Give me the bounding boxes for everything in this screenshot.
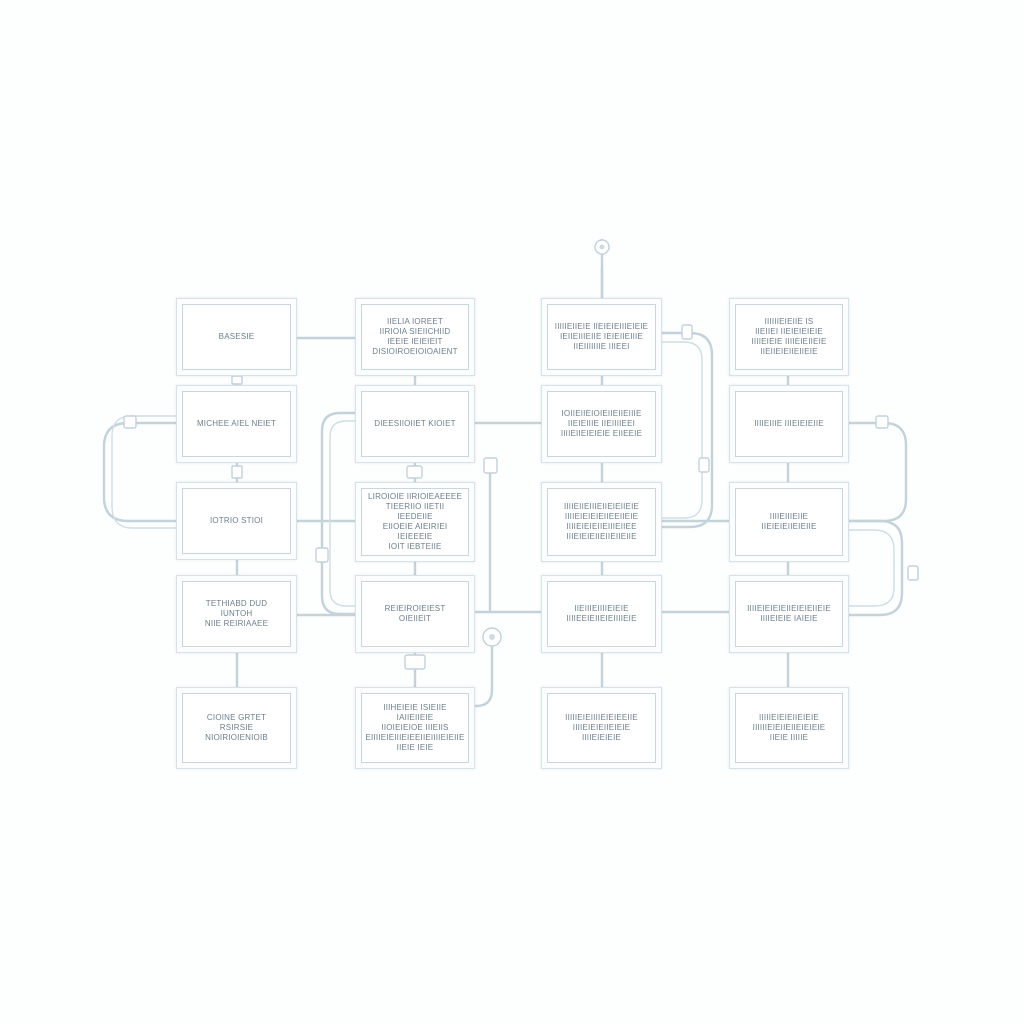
node-label: TETHIABD DUD IUNTOH NIIE REIRIAAEE [204, 599, 269, 628]
node-box: IIIIIIEIEIIE IS IIEIIEI IIEIEIEIEIE IIII… [735, 304, 843, 370]
connector-right-loop-inner [848, 529, 895, 607]
node-box: IIIIEIEIEIEIIEIEIEIIEIE IIIIEIEIE IAIEIE [735, 581, 843, 647]
diagram-node: IIEIIIEIIIIEIEIE IIIIEEIEIIEIEIIIIEIE [541, 575, 662, 653]
coupling-icon-col2-upper [406, 465, 423, 479]
node-label: IOTRIO STIOI [209, 516, 264, 525]
node-label: REIEIROIEIEST OIEIIEIT [384, 604, 446, 623]
node-label: IIELIA IOREET IIRIOIA SIEIICHIID IEEIE I… [372, 317, 458, 356]
node-box: LIROIOIE IIRIOIEAEEEE TIEERIIO IIETII IE… [361, 488, 469, 556]
node-label: IIIIEIIIE IIIEIEIEIIE [754, 419, 824, 428]
node-label: BASESIE [218, 332, 255, 341]
diagram-node: IIIIEIIIEIIE IIEIEIEIIEIEIIE [729, 482, 849, 562]
node-box: IIEIIIEIIIIEIEIE IIIIEEIEIIEIEIIIIEIE [547, 581, 656, 647]
node-label: IIIHEIEIE ISIEIIE IAIIEIIEIE IIOIEIEIOE … [365, 703, 465, 752]
coupling-icon-left [123, 415, 137, 429]
node-box: TETHIABD DUD IUNTOH NIIE REIRIAAEE [182, 581, 291, 647]
connector-top-right-bend [660, 331, 714, 529]
coupling-icon-right-upper [875, 415, 889, 429]
diagram-node: IOIIEIIEIOIEIIEIIEIIIE IIEIEIIIE IIEIIII… [541, 385, 662, 463]
diagram-node: CIOINE GRTET RSIRSIE NIOIRIOIENIOIB [176, 687, 297, 769]
node-box: REIEIROIEIEST OIEIIEIT [361, 581, 469, 647]
diagram-node: IOTRIO STIOI [176, 482, 297, 560]
node-box: IIIIIEIIEIE IIEIEIEIIIEIEIE IEIIEIIIEIIE… [547, 304, 656, 370]
node-label: LIROIOIE IIRIOIEAEEEE TIEERIIO IIETII IE… [368, 492, 463, 551]
node-label: DIEESIIOIIET KIOIET [374, 419, 456, 428]
diagram-node: MICHEE AIEL NEIET [176, 385, 297, 463]
node-box: CIOINE GRTET RSIRSIE NIOIRIOIENIOIB [182, 693, 291, 763]
gauge-icon-center-core [489, 634, 495, 640]
diagram-node: IIIHEIEIE ISIEIIE IAIIEIIEIE IIOIEIEIOE … [355, 687, 475, 769]
coupling-icon-mid-left [315, 547, 329, 563]
coupling-icon-center [483, 457, 498, 474]
node-box: IIIIIEIEIEIIEIEIE IIIIIIEIEIIEIIEIEIEIE … [735, 693, 843, 763]
valve-icon-top-core [599, 244, 605, 250]
node-box: IIIIEIIIEIIE IIEIEIEIIEIEIIE [735, 488, 843, 556]
diagram-node: LIROIOIE IIRIOIEAEEEE TIEERIIO IIETII IE… [355, 482, 475, 562]
node-label: MICHEE AIEL NEIET [196, 419, 277, 428]
node-box: IOTRIO STIOI [182, 488, 291, 554]
node-box: IIIIIEIEIIIIEIEIEEIIE IIIIEIEIEIIEIEIE I… [547, 693, 656, 763]
coupling-icon-col1-b [231, 465, 243, 479]
diagram-node: IIELIA IOREET IIRIOIA SIEIICHIID IEEIE I… [355, 298, 475, 376]
coupling-icon-right-lower [907, 565, 919, 581]
diagram-node: BASESIE [176, 298, 297, 376]
node-label: IIIIEIIEIIIEIIEIEIIEIE IIIIEIEIEIEIIEEII… [563, 502, 640, 541]
diagram-node: IIIIIIEIEIIE IS IIEIIEI IIEIEIEIEIE IIII… [729, 298, 849, 376]
node-label: IIEIIIEIIIIEIEIE IIIIEEIEIIEIEIIIIEIE [566, 604, 637, 623]
node-label: IOIIEIIEIOIEIIEIIEIIIE IIEIEIIIE IIEIIII… [560, 409, 643, 438]
node-box: IIELIA IOREET IIRIOIA SIEIICHIID IEEIE I… [361, 304, 469, 370]
diagram-node: IIIIIEIIEIE IIEIEIEIIIEIEIE IEIIEIIIEIIE… [541, 298, 662, 376]
connector-mid-left-bend-inner [329, 420, 356, 607]
diagram-node: IIIIEIIEIIIEIIEIEIIEIE IIIIEIEIEIEIIEEII… [541, 482, 662, 562]
node-box: MICHEE AIEL NEIET [182, 391, 291, 457]
diagram-node: IIIIEIEIEIEIIEIEIEIIEIE IIIIEIEIE IAIEIE [729, 575, 849, 653]
diagram-node: IIIIIEIEIIIIEIEIEEIIE IIIIEIEIEIIEIEIE I… [541, 687, 662, 769]
node-box: IIIIEIIIE IIIEIEIEIIE [735, 391, 843, 457]
node-label: IIIIEIEIEIEIIEIEIEIIEIE IIIIEIEIE IAIEIE [747, 604, 831, 623]
diagram-node: DIEESIIOIIET KIOIET [355, 385, 475, 463]
diagram-node: TETHIABD DUD IUNTOH NIIE REIRIAAEE [176, 575, 297, 653]
connector-left-loop-inner [111, 415, 177, 529]
coupling-icon-col2-lower [404, 654, 426, 670]
diagram-node: REIEIROIEIEST OIEIIEIT [355, 575, 475, 653]
connector-left-loop [102, 421, 178, 523]
connector-right-loop-lower [847, 519, 904, 617]
coupling-icon-col1-a [231, 375, 243, 385]
diagram-node: IIIIEIIIE IIIEIEIEIIE [729, 385, 849, 463]
connector-right-loop-upper [847, 421, 908, 523]
node-box: BASESIE [182, 304, 291, 370]
node-box: DIEESIIOIIET KIOIET [361, 391, 469, 457]
node-box: IIIHEIEIE ISIEIIE IAIIEIIEIE IIOIEIEIOE … [361, 693, 469, 763]
connector-top-right-bend-inner [661, 341, 703, 519]
connector-mid-left-bend [320, 411, 357, 616]
node-label: IIIIIEIEIEIIEIEIE IIIIIIEIEIIEIIEIEIEIE … [752, 713, 826, 742]
node-label: IIIIIEIEIIIIEIEIEEIIE IIIIEIEIEIIEIEIE I… [565, 713, 638, 742]
coupling-icon-col4-top [681, 324, 693, 340]
node-box: IOIIEIIEIOIEIIEIIEIIIE IIEIEIIIE IIEIIII… [547, 391, 656, 457]
node-label: IIIIIEIIEIE IIEIEIEIIIEIEIE IEIIEIIIEIIE… [554, 322, 649, 351]
diagram-node: IIIIIEIEIEIIEIEIE IIIIIIEIEIIEIIEIEIEIE … [729, 687, 849, 769]
coupling-icon-bend-mid [698, 457, 710, 473]
node-label: IIIIEIIIEIIE IIEIEIEIIEIEIIE [761, 512, 817, 531]
node-label: CIOINE GRTET RSIRSIE NIOIRIOIENIOIB [205, 713, 268, 742]
node-box: IIIIEIIEIIIEIIEIEIIEIE IIIIEIEIEIEIIEEII… [547, 488, 656, 556]
pipe-fittings [123, 239, 919, 670]
node-label: IIIIIIEIEIIE IS IIEIIEI IIEIEIEIEIE IIII… [751, 317, 827, 356]
connector-center-drop [468, 638, 494, 708]
